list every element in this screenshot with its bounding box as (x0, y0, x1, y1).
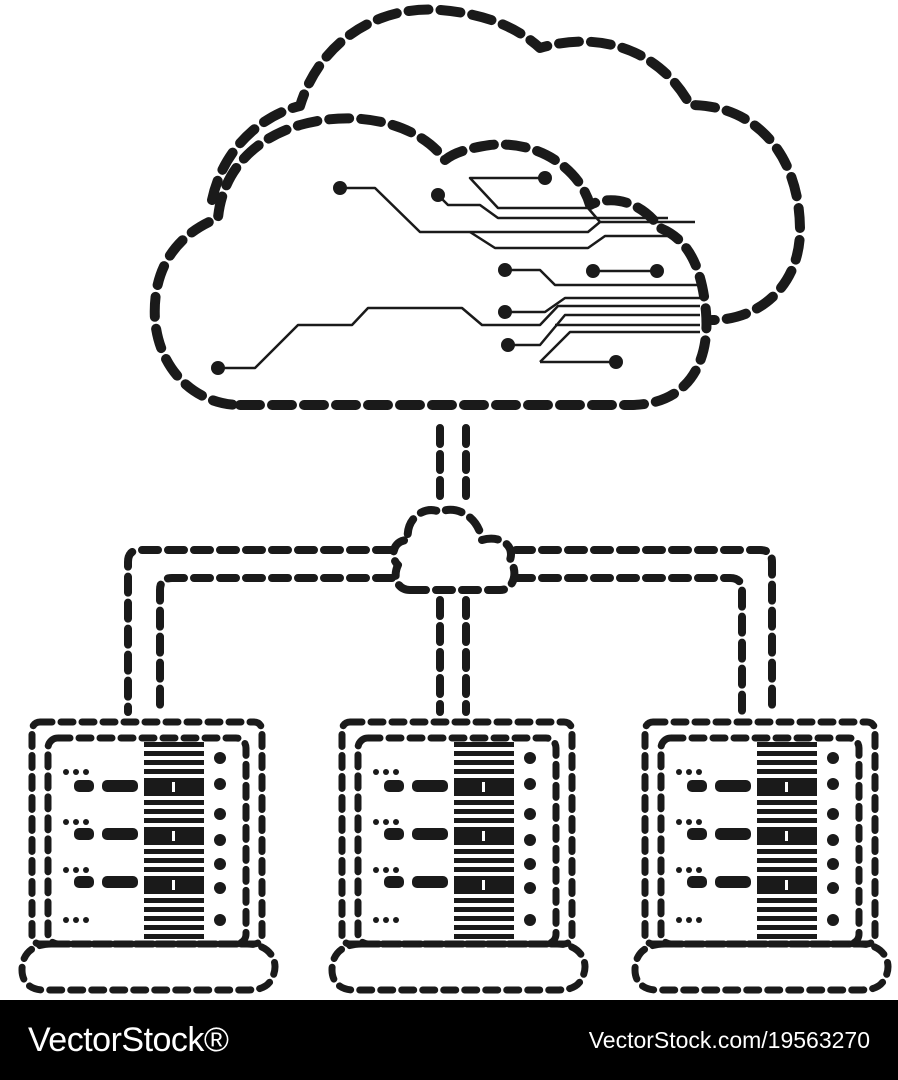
servers-row (22, 722, 888, 990)
footer-bar: VectorStock® VectorStock.com/19563270 (0, 1000, 898, 1080)
image-id-text: VectorStock.com/19563270 (588, 1026, 870, 1053)
back-cloud-outline (207, 4, 805, 325)
brand-wordmark: VectorStock® (28, 1020, 229, 1059)
branch-connectors (124, 546, 776, 716)
server-right-server-rack-icon (635, 722, 888, 990)
cloud-trunk-connector (436, 424, 470, 509)
server-left-server-rack-icon (22, 722, 275, 990)
cloud-server-network-illustration (0, 4, 898, 1000)
circuit-nodes (211, 171, 664, 375)
network-hub-icon (389, 505, 519, 594)
circuit-traces (218, 176, 700, 370)
front-cloud-outline (149, 113, 712, 410)
server-center-server-rack-icon (332, 722, 585, 990)
